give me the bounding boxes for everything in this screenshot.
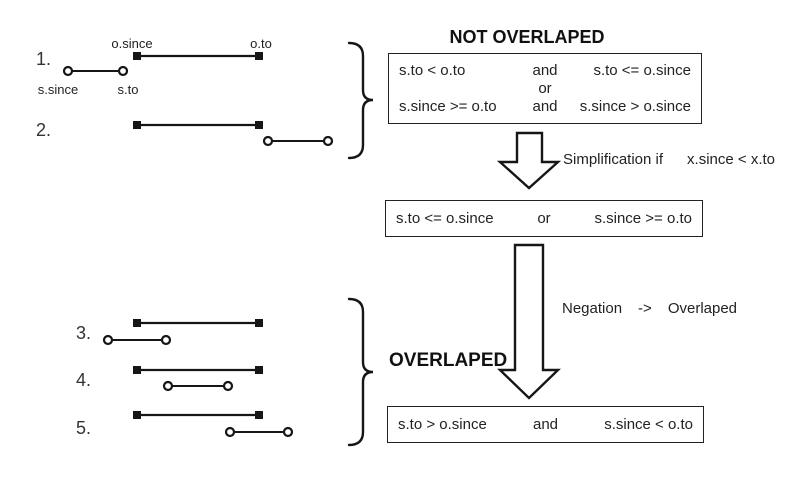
case-3-number: 3.: [76, 323, 92, 343]
condition-expression: s.since >= o.to: [399, 98, 497, 115]
condition-row-2: s.since >= o.to and s.since > o.since: [389, 97, 701, 116]
condition-expression: s.to <= o.since: [593, 62, 691, 79]
top-brace: [347, 41, 374, 160]
s-interval-endpoint-circle: [117, 65, 129, 77]
not-overlapped-box: s.to < o.to and s.to <= o.since or s.sin…: [388, 53, 702, 124]
case-5-intervals: [133, 411, 294, 438]
logic-operator: or: [537, 210, 551, 227]
case-4-number: 4.: [76, 370, 92, 390]
simplification-down-arrow-icon: [496, 131, 562, 190]
simplification-condition: x.since < x.to: [687, 151, 776, 168]
case-1-intervals: [62, 52, 263, 77]
bottom-brace: [347, 297, 374, 447]
simplification-label: Simplification if: [563, 151, 664, 168]
o-interval-endpoint-square: [133, 121, 141, 129]
o-interval-endpoint-square: [133, 319, 141, 327]
condition-expression: s.to < o.to: [399, 62, 466, 79]
o-interval-endpoint-square: [255, 319, 263, 327]
s-interval-endpoint-circle: [102, 334, 114, 346]
condition-expression: s.to > o.since: [398, 416, 487, 433]
negation-label: Negation: [562, 300, 623, 317]
simplified-box: s.to <= o.since or s.since >= o.to: [385, 200, 703, 237]
o-to-label: o.to: [250, 36, 272, 51]
s-interval-endpoint-circle: [162, 380, 174, 392]
condition-expression: s.since < o.to: [604, 416, 693, 433]
s-interval-endpoint-circle: [222, 380, 234, 392]
overlapped-box: s.to > o.since and s.since < o.to: [387, 406, 704, 443]
s-since-label: s.since: [37, 82, 79, 97]
s-interval-endpoint-circle: [62, 65, 74, 77]
s-interval-endpoint-circle: [160, 334, 172, 346]
o-since-label: o.since: [111, 36, 153, 51]
s-interval-endpoint-circle: [282, 426, 294, 438]
condition-expression: s.since > o.since: [579, 98, 691, 115]
logic-operator: and: [532, 98, 558, 115]
negation-arrow-text: ->: [638, 300, 652, 317]
logic-operator: and: [532, 62, 558, 79]
case-2-number: 2.: [36, 120, 52, 140]
o-interval-endpoint-square: [133, 366, 141, 374]
o-interval-endpoint-square: [255, 121, 263, 129]
o-interval-endpoint-square: [133, 411, 141, 419]
o-interval-endpoint-square: [255, 52, 263, 60]
overlapped-title: OVERLAPED: [389, 350, 508, 371]
or-connector: or: [538, 80, 552, 97]
condition-row: s.to > o.since and s.since < o.to: [388, 415, 703, 434]
condition-expression: s.to <= o.since: [396, 210, 494, 227]
s-to-label: s.to: [117, 82, 139, 97]
o-interval-endpoint-square: [255, 411, 263, 419]
negation-down-arrow-icon: [497, 243, 561, 400]
case-2-intervals: [133, 121, 334, 147]
logic-operator: and: [532, 416, 559, 433]
negation-result: Overlaped: [667, 300, 738, 317]
case-5-number: 5.: [76, 418, 92, 438]
case-1-number: 1.: [36, 49, 52, 69]
case-3-intervals: [102, 319, 263, 346]
o-interval-endpoint-square: [133, 52, 141, 60]
s-interval-endpoint-circle: [322, 135, 334, 147]
condition-row: s.to <= o.since or s.since >= o.to: [386, 209, 702, 228]
s-interval-endpoint-circle: [224, 426, 236, 438]
o-interval-endpoint-square: [255, 366, 263, 374]
s-interval-endpoint-circle: [262, 135, 274, 147]
negation-annotation: Negation -> Overlaped: [562, 300, 737, 317]
condition-row-1: s.to < o.to and s.to <= o.since: [389, 61, 701, 80]
not-overlapped-title: NOT OVERLAPED: [449, 27, 605, 47]
simplification-annotation: Simplification if x.since < x.to: [563, 151, 775, 168]
condition-expression: s.since >= o.to: [594, 210, 692, 227]
case-4-intervals: [133, 366, 263, 392]
